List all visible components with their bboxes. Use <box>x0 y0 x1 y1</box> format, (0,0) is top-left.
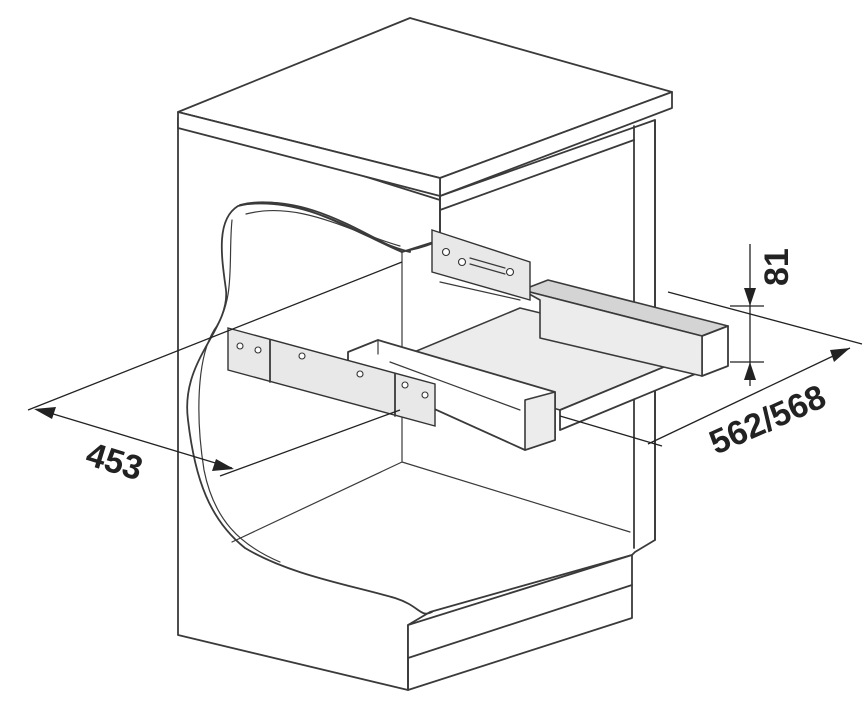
drawer-front-face <box>524 391 556 451</box>
screw-hole <box>401 381 409 389</box>
bracket-divider <box>269 339 396 417</box>
cutaway-opening <box>239 195 441 253</box>
cutaway-curve-inner <box>198 209 401 563</box>
depth-extension-line-front <box>219 409 401 477</box>
screw-hole <box>236 342 244 350</box>
screw-hole <box>421 391 429 399</box>
length-extension-line-front <box>559 415 663 447</box>
screw-hole <box>505 267 515 277</box>
runner-mounting-plate <box>431 229 531 301</box>
screw-hole <box>457 257 467 267</box>
depth-label: 453 <box>82 435 147 488</box>
height-arrow-bottom <box>744 362 756 380</box>
length-label: 562/568 <box>704 378 832 463</box>
left-mounting-bracket <box>227 327 436 427</box>
cabinet-inner-top <box>439 139 635 211</box>
cutaway-curve <box>186 201 433 615</box>
depth-extension-line-back <box>27 261 403 411</box>
drawer-front-inner <box>377 339 521 411</box>
depth-arrow-start <box>34 407 56 419</box>
screw-hole <box>356 370 364 378</box>
length-arrow-end <box>830 348 850 362</box>
height-arrow-top <box>744 288 756 306</box>
runner-details <box>439 257 521 301</box>
screw-hole <box>254 346 262 354</box>
depth-dimension-line <box>39 409 233 469</box>
pull-out-drawer <box>227 229 729 451</box>
dimension-height: 81 <box>730 244 796 386</box>
length-extension-line-back <box>667 291 863 345</box>
screw-hole <box>441 247 451 257</box>
drawer-right-side <box>521 289 703 377</box>
depth-arrow-end <box>212 459 234 471</box>
height-label: 81 <box>758 248 796 286</box>
cabinet-plinth <box>407 584 633 691</box>
screw-hole <box>298 352 306 360</box>
length-dimension-line <box>647 347 851 445</box>
